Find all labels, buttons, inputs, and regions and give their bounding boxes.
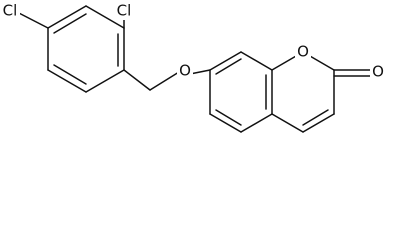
- atom-background: [370, 63, 386, 81]
- ring-oxygen-label: O: [297, 43, 309, 61]
- bond: [123, 69, 151, 91]
- bond: [189, 69, 211, 75]
- chemical-structure-canvas: Cl Cl O O O: [0, 1, 386, 133]
- bond: [85, 69, 125, 93]
- bond: [209, 51, 242, 71]
- bond: [302, 113, 335, 133]
- bond: [240, 51, 273, 71]
- atom-background: [295, 43, 311, 61]
- bond: [302, 109, 329, 126]
- bond: [85, 5, 125, 29]
- bond: [53, 64, 87, 85]
- bond: [53, 13, 87, 34]
- ether-oxygen-label: O: [179, 62, 191, 80]
- bond: [215, 109, 242, 126]
- chlorine-atom-label: Cl: [117, 2, 132, 20]
- atom-background: [0, 2, 20, 20]
- carbonyl-oxygen-label: O: [372, 63, 384, 81]
- molecule-drawing: Cl Cl O O O: [0, 1, 386, 133]
- bond: [47, 69, 87, 93]
- chlorine-atom-label: Cl: [3, 2, 18, 20]
- bond: [271, 113, 304, 133]
- atom-background: [114, 2, 134, 20]
- bond: [240, 113, 273, 133]
- bond: [209, 113, 242, 133]
- bond: [47, 5, 87, 29]
- bond: [149, 71, 180, 91]
- atom-background: [177, 62, 193, 80]
- bond: [215, 58, 242, 75]
